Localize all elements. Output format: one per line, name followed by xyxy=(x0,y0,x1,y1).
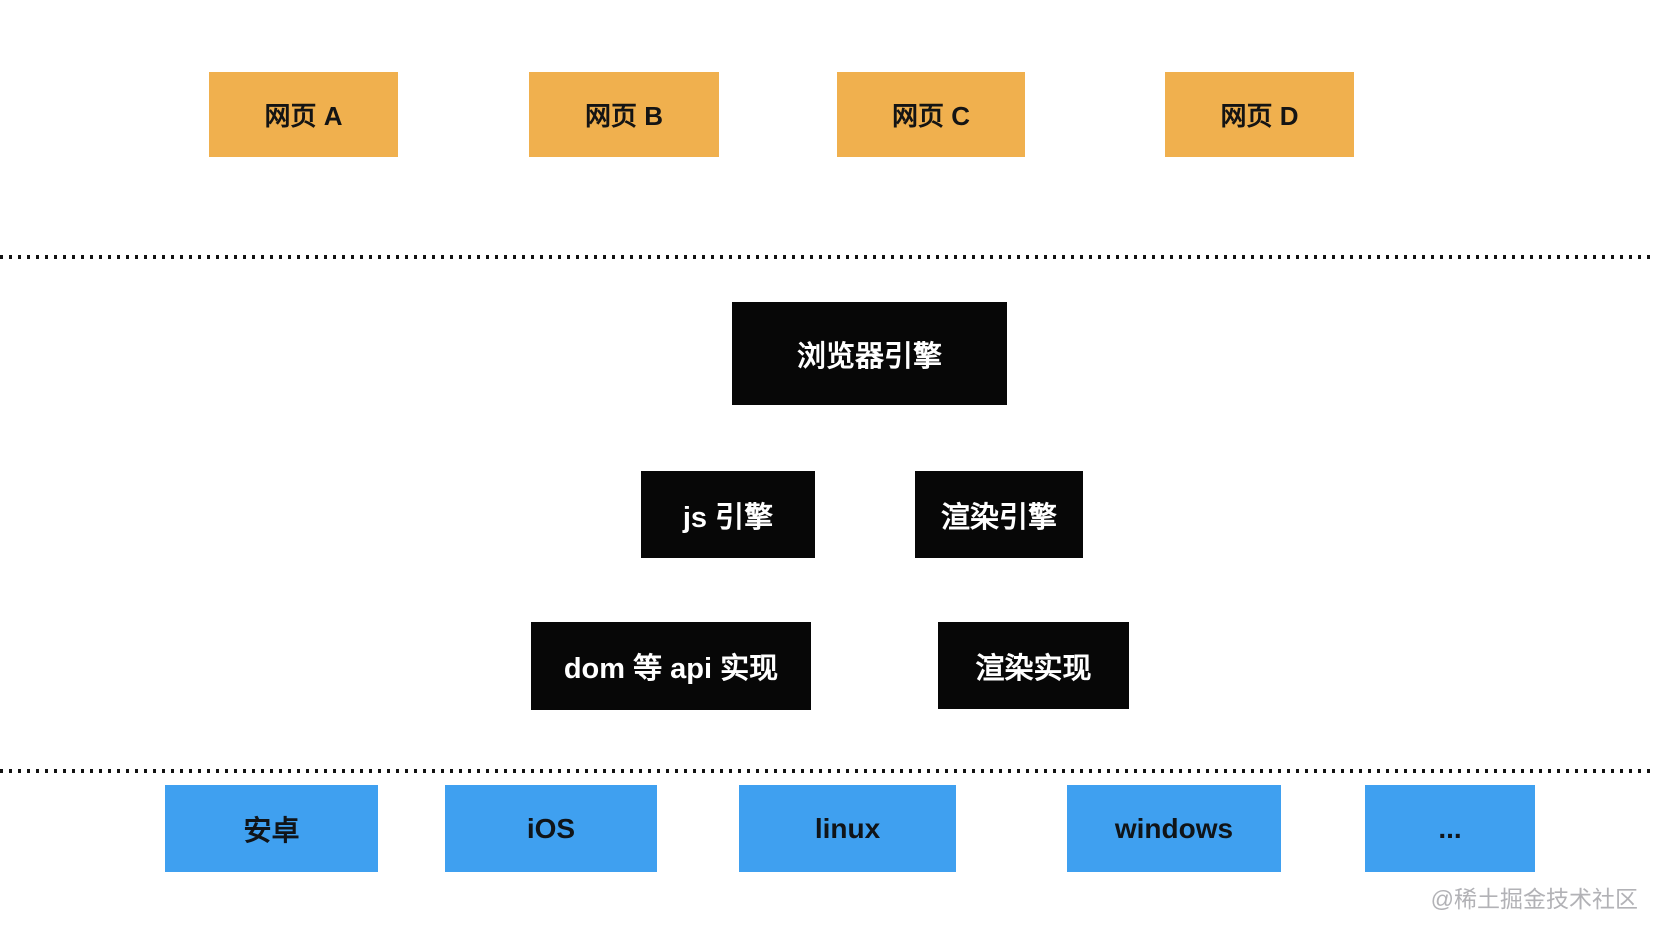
js-engine-box: js 引擎 xyxy=(641,471,815,558)
platform-linux-label: linux xyxy=(814,812,881,844)
platform-android-label: 安卓 xyxy=(243,814,300,846)
top-layer-divider xyxy=(0,255,1656,259)
render-engine-label: 渲染引擎 xyxy=(940,501,1057,534)
webpage-d-box: 网页 D xyxy=(1165,72,1354,157)
webpage-c-box: 网页 C xyxy=(837,72,1025,157)
webpage-a-label: 网页 A xyxy=(264,101,343,131)
webpage-d-label: 网页 D xyxy=(1220,101,1299,131)
webpage-b-box: 网页 B xyxy=(529,72,719,157)
webpage-b-label: 网页 B xyxy=(584,101,663,131)
render-engine-box: 渲染引擎 xyxy=(915,471,1083,558)
browser-engine-label: 浏览器引擎 xyxy=(796,340,942,373)
platform-windows-box: windows xyxy=(1067,785,1281,872)
platform-ios-box: iOS xyxy=(445,785,657,872)
browser-engine-box: 浏览器引擎 xyxy=(732,302,1007,405)
render-impl-box: 渲染实现 xyxy=(938,622,1129,709)
js-engine-label: js 引擎 xyxy=(682,501,774,534)
webpage-c-label: 网页 C xyxy=(891,101,970,131)
dom-api-impl-label: dom 等 api 实现 xyxy=(563,653,779,685)
platform-more-box: ... xyxy=(1365,785,1535,872)
dom-api-impl-box: dom 等 api 实现 xyxy=(531,622,811,710)
platform-linux-box: linux xyxy=(739,785,956,872)
bottom-layer-divider xyxy=(0,769,1656,773)
platform-more-label: ... xyxy=(1438,812,1462,844)
platform-windows-label: windows xyxy=(1114,812,1234,844)
platform-ios-label: iOS xyxy=(526,812,576,844)
render-impl-label: 渲染实现 xyxy=(975,652,1092,685)
watermark: @稀土掘金技术社区 xyxy=(1430,886,1638,912)
webpage-a-box: 网页 A xyxy=(209,72,398,157)
platform-android-box: 安卓 xyxy=(165,785,378,872)
